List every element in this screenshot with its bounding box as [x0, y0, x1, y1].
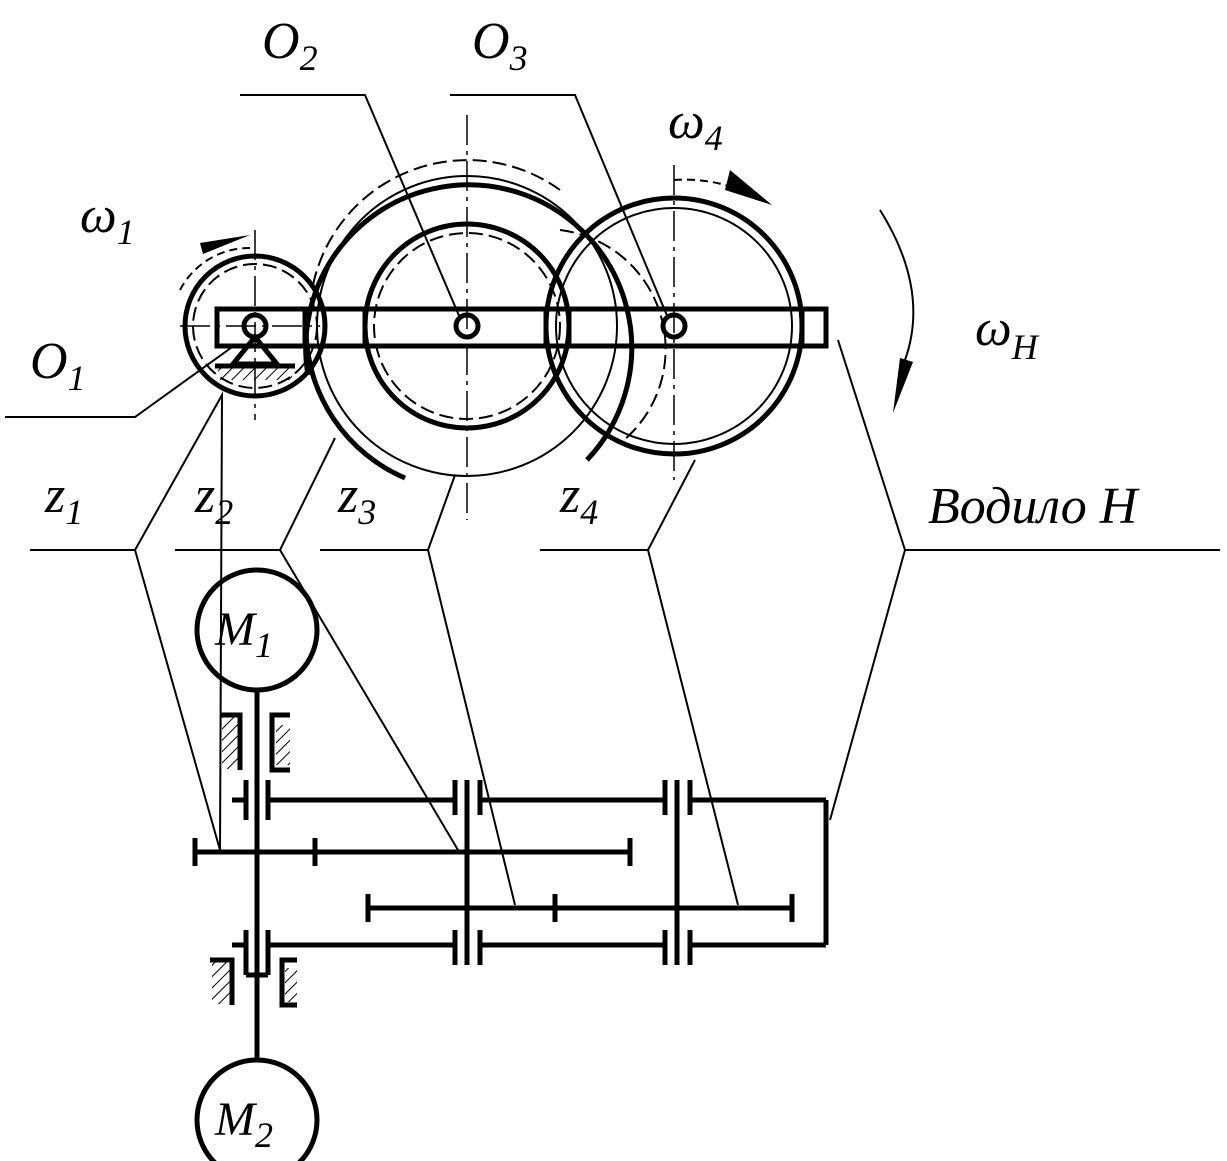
pivot-o2: [453, 312, 481, 340]
carrier-arm: [214, 306, 829, 349]
gear-z2: [303, 159, 635, 481]
label-carrier: Водило H: [928, 478, 1140, 535]
gear-line-z3-z4: [365, 894, 795, 922]
omega1-arrow: [179, 235, 251, 291]
gear-line-z1-z2: [192, 838, 633, 866]
gear-front-view: [5, 94, 915, 520]
labels: O2 O3 O1 ω1 ω4 ωH z1 z2 z3 z4 Водило H M…: [30, 13, 1140, 1155]
leader-o1: [5, 344, 236, 418]
label-z3: z3: [337, 467, 376, 532]
carrier-frame: [268, 797, 829, 948]
leader-o2: [240, 94, 461, 319]
label-omegaH: ωH: [975, 300, 1040, 367]
omegaH-arrow: [879, 209, 915, 413]
label-m2: M2: [214, 1093, 273, 1155]
leader-o3: [450, 94, 669, 319]
label-o3: O3: [472, 13, 528, 78]
omega4-arrow: [673, 170, 772, 205]
label-z4: z4: [559, 467, 598, 532]
bearing-top: [220, 712, 290, 773]
fixed-support: [215, 333, 295, 380]
bearing-bottom: [210, 957, 297, 1008]
motor-m2: [194, 1057, 320, 1161]
label-z1: z1: [44, 467, 83, 532]
pivot-o3: [660, 312, 688, 340]
leader-lines: [30, 339, 1220, 906]
kinematic-scheme: [192, 567, 829, 1161]
shaft-o3: [662, 780, 693, 965]
shaft-o2: [452, 780, 483, 965]
label-o2: O2: [262, 13, 318, 78]
label-omega1: ω1: [80, 187, 135, 252]
label-omega4: ω4: [668, 93, 723, 158]
label-o1: O1: [30, 333, 86, 398]
label-z2: z2: [194, 467, 233, 532]
label-m1: M1: [214, 603, 273, 665]
